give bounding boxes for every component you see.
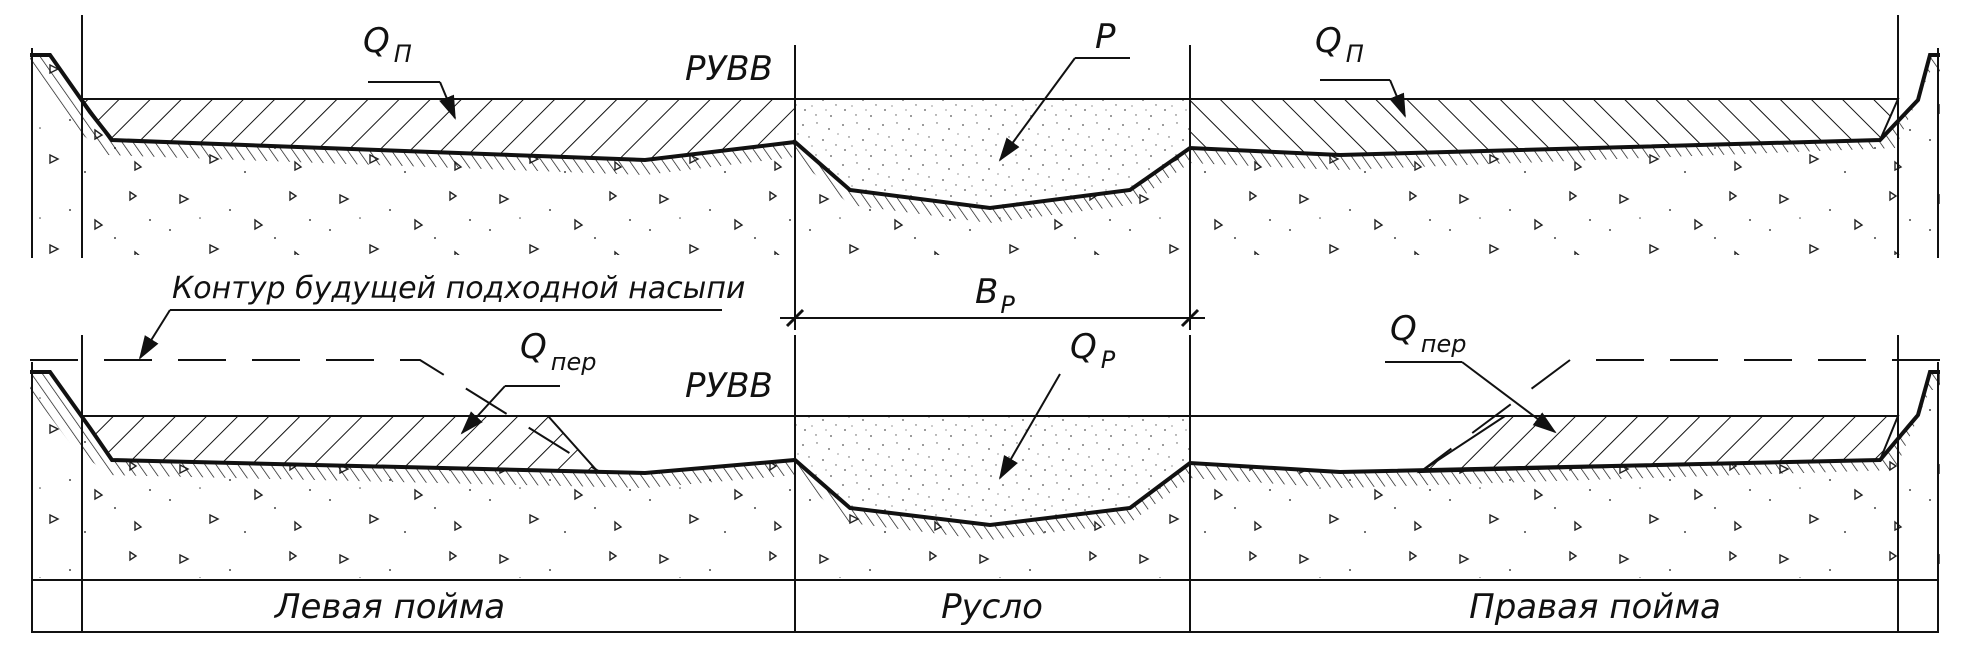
svg-text:QП: QП bbox=[1315, 21, 1364, 68]
left-floodplain-cell: Левая пойма bbox=[273, 587, 505, 627]
svg-text:Контур будущей подходной насып: Контур будущей подходной насыпи bbox=[172, 271, 745, 306]
embankment-contour-label: Контур будущей подходной насыпи bbox=[138, 271, 745, 360]
svg-text:QP: QP bbox=[1070, 327, 1116, 374]
right-floodplain-cell: Правая пойма bbox=[1469, 587, 1721, 627]
channel-cell: Русло bbox=[941, 587, 1043, 627]
channel-width-dimension: BP bbox=[780, 240, 1205, 330]
left-embankment-contour bbox=[30, 359, 601, 473]
bottom-water-level-label: РУВВ bbox=[685, 366, 773, 406]
svg-text:P: P bbox=[1095, 17, 1116, 57]
bottom-terrain-line bbox=[30, 370, 1940, 528]
zone-table: Левая пойма Русло Правая пойма bbox=[31, 579, 1939, 633]
svg-text:QП: QП bbox=[363, 21, 412, 68]
top-terrain-line bbox=[30, 53, 1940, 211]
right-embankment-contour bbox=[1419, 359, 1940, 473]
top-channel-area-label: P bbox=[998, 17, 1130, 162]
svg-text:BP: BP bbox=[975, 272, 1015, 319]
bottom-ground-fill bbox=[30, 372, 1940, 578]
top-ground-fill bbox=[30, 55, 1940, 255]
top-water-level-label: РУВВ bbox=[685, 49, 773, 89]
